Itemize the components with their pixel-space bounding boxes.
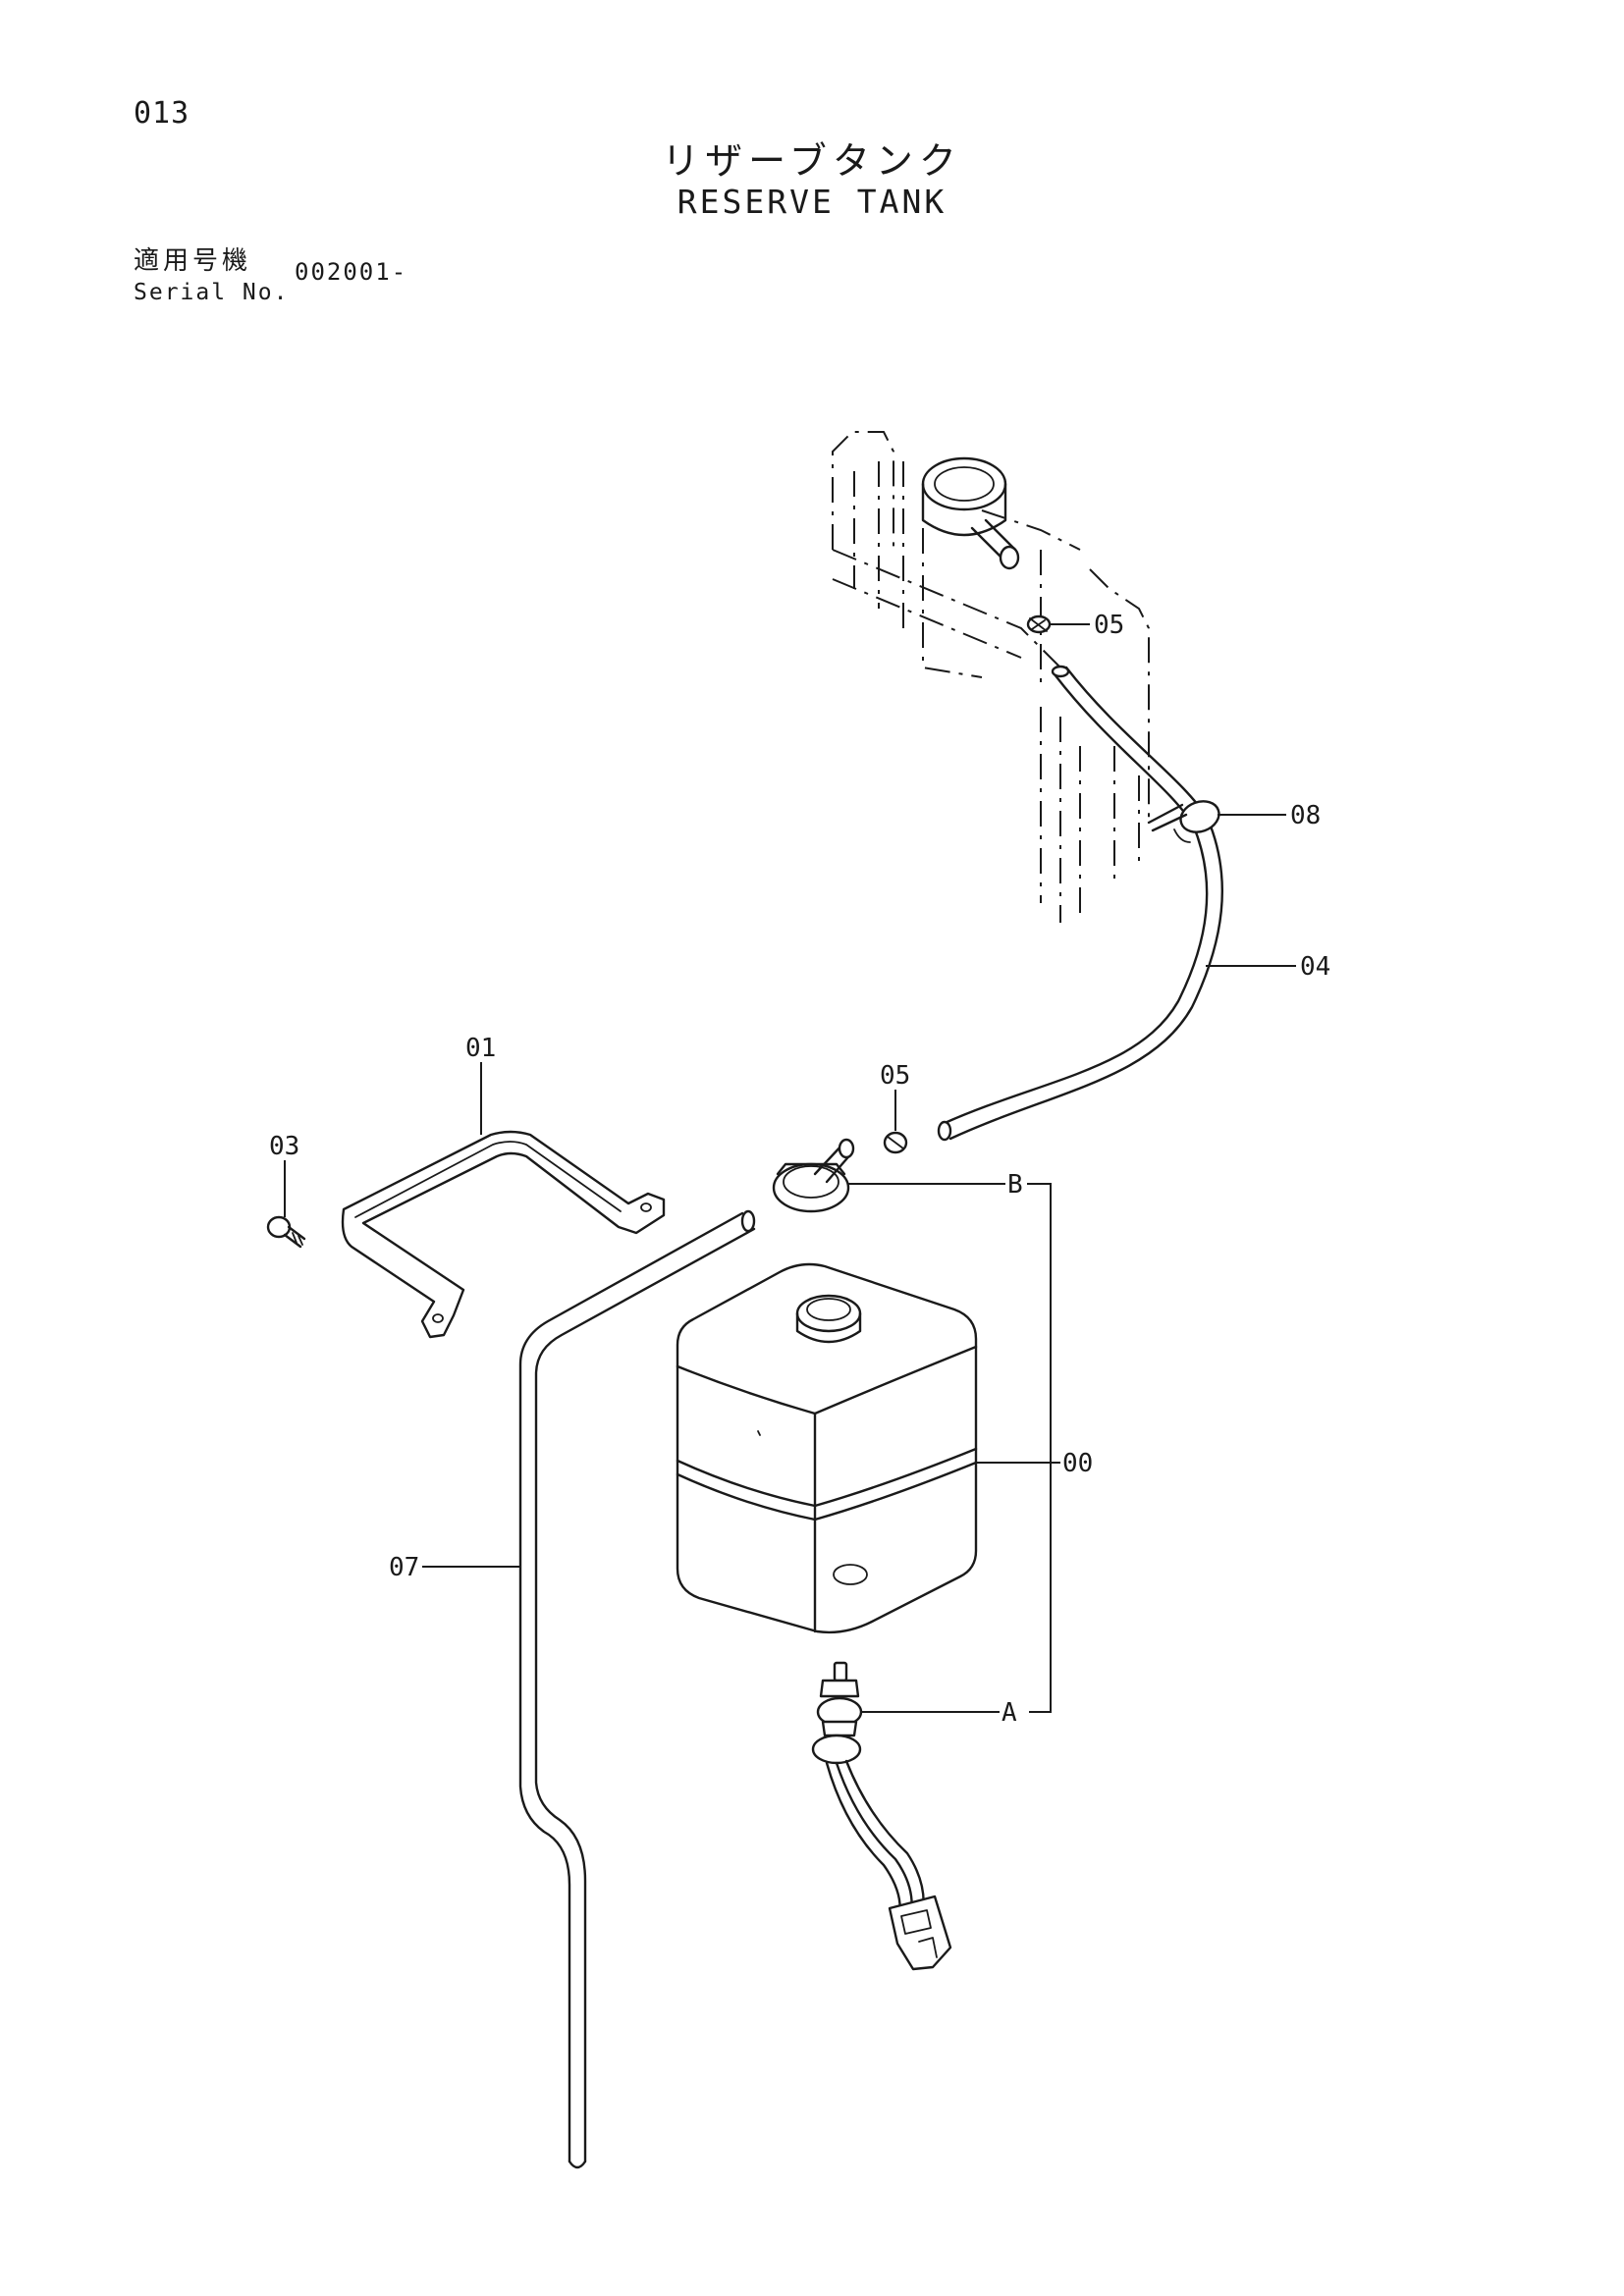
- clip-icon: [883, 1131, 908, 1154]
- page-title-japanese: リザーブタンク: [662, 139, 962, 183]
- subassembly-label-a: A: [1001, 1698, 1017, 1728]
- band-icon: [1147, 800, 1220, 843]
- page-title-english: RESERVE TANK: [677, 183, 947, 221]
- bolt-icon: [266, 1215, 306, 1249]
- reserve-tank-icon: [676, 1262, 978, 1634]
- bracket-icon: [341, 1130, 666, 1339]
- clip-icon: [1026, 614, 1052, 634]
- serial-label-japanese: 適用号機: [134, 246, 252, 276]
- part-label-05-mid: 05: [880, 1061, 910, 1091]
- hose-icon: [937, 665, 1224, 1142]
- part-label-04: 04: [1300, 952, 1330, 982]
- radiator-top-icon: [832, 431, 1150, 923]
- level-sensor-icon: [811, 1661, 952, 1971]
- page-number: 013: [134, 96, 190, 131]
- tank-cap-icon: [772, 1138, 855, 1213]
- part-label-00: 00: [1062, 1449, 1093, 1478]
- part-label-08: 08: [1290, 801, 1321, 830]
- serial-label-english: Serial No.: [134, 280, 290, 305]
- part-label-07: 07: [389, 1553, 419, 1582]
- part-label-01: 01: [465, 1034, 496, 1063]
- hose-icon: [518, 1209, 756, 2169]
- serial-number-value: 002001-: [295, 258, 408, 286]
- part-label-05-top: 05: [1094, 611, 1124, 640]
- part-label-03: 03: [269, 1132, 299, 1161]
- subassembly-label-b: B: [1007, 1170, 1023, 1200]
